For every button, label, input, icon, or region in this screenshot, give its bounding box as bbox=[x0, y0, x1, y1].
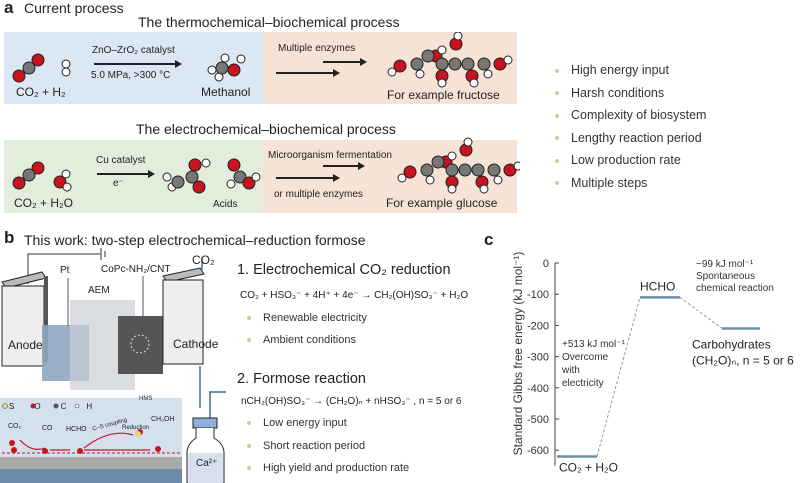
thermo-intermediate: Methanol bbox=[201, 85, 251, 99]
y-axis-label: Standard Gibbs free energy (kJ mol⁻¹) bbox=[511, 252, 525, 456]
y-tick-label: -400 bbox=[527, 383, 549, 395]
step2-bullet: Low energy input bbox=[247, 417, 347, 429]
y-tick-label: -500 bbox=[527, 414, 549, 426]
thermo-catalyst: ZnO–ZrO₂ catalyst bbox=[92, 45, 175, 56]
level-label: CO₂ + H₂O bbox=[559, 460, 618, 474]
y-tick-label: -600 bbox=[527, 445, 549, 457]
legend-c: C bbox=[60, 402, 67, 411]
connector-dashed bbox=[596, 297, 641, 457]
arrow-icon bbox=[276, 174, 340, 182]
y-tick-label: 0 bbox=[543, 258, 549, 270]
electro-step2-box bbox=[263, 140, 517, 213]
arrow-icon bbox=[94, 60, 182, 68]
connector-dashed bbox=[679, 296, 723, 329]
bottle-label: Ca²⁺ bbox=[196, 458, 218, 469]
panel-b-letter: b bbox=[4, 228, 15, 247]
y-tick-label: -200 bbox=[527, 320, 549, 332]
panel-a-heading: Current process bbox=[24, 0, 124, 16]
thermo-reactants: CO₂ + H₂ bbox=[16, 85, 66, 99]
mech-hcho: HCHO bbox=[66, 426, 87, 433]
drawback-item: High energy input bbox=[555, 63, 706, 77]
co2-inlet-label: CO₂ bbox=[192, 253, 215, 267]
arrow-icon bbox=[323, 58, 367, 66]
electro-reactants: CO₂ + H₂O bbox=[14, 196, 73, 210]
level-label: HCHO bbox=[640, 279, 675, 293]
annotation-downhill: Spontaneous bbox=[696, 271, 755, 282]
step2-bullet: Short reaction period bbox=[247, 440, 365, 452]
annotation-uphill: with bbox=[561, 365, 580, 376]
thermo-title: The thermochemical–biochemical process bbox=[138, 14, 400, 30]
atom-legend: S O C H bbox=[9, 402, 92, 411]
drawback-item: Multiple steps bbox=[555, 176, 706, 190]
thermo-conditions: 5.0 MPa, >300 °C bbox=[91, 70, 171, 81]
electro-step2-top: Microorganism fermentation bbox=[268, 150, 392, 161]
molecule-illustrations bbox=[12, 32, 520, 194]
pt-label: Pt bbox=[60, 265, 70, 276]
legend-s: S bbox=[9, 402, 15, 411]
step2-bullet: High yield and production rate bbox=[247, 462, 409, 474]
step1-bullet: Ambient conditions bbox=[247, 334, 356, 346]
arrow-icon bbox=[97, 170, 155, 178]
panel-b-heading: This work: two-step electrochemical–redu… bbox=[24, 232, 366, 248]
mech-co2: CO₂ bbox=[8, 423, 22, 430]
annotation-uphill: electricity bbox=[562, 378, 604, 389]
step1-bullet: Renewable electricity bbox=[247, 312, 367, 324]
y-tick-label: -100 bbox=[527, 289, 549, 301]
anode-label: Anode bbox=[8, 338, 43, 352]
electro-title: The electrochemical–biochemical process bbox=[136, 121, 396, 137]
drawback-item: Complexity of biosystem bbox=[555, 108, 706, 122]
thermo-product: For example fructose bbox=[387, 88, 500, 102]
step2-title: 2. Formose reaction bbox=[237, 371, 366, 387]
aem-label: AEM bbox=[88, 285, 110, 296]
drawback-item: Low production rate bbox=[555, 153, 706, 167]
electro-intermediate: Acids bbox=[213, 199, 238, 210]
step1-title: 1. Electrochemical CO₂ reduction bbox=[237, 262, 451, 278]
legend-o: O bbox=[34, 402, 41, 411]
annotation-uphill: +513 kJ mol⁻¹ bbox=[562, 339, 625, 350]
y-tick-label: -300 bbox=[527, 352, 549, 364]
level-label: Carbohydrates bbox=[692, 338, 771, 352]
electro-step1-box bbox=[4, 140, 263, 213]
drawback-item: Harsh conditions bbox=[555, 86, 706, 100]
cathode-label: Cathode bbox=[173, 337, 219, 351]
level-label: (CH₂O)ₙ, n = 5 or 6 bbox=[692, 354, 794, 368]
mech-ch3oh: CH₃OH bbox=[151, 416, 175, 423]
arrow-icon bbox=[323, 162, 365, 170]
electro-catalyst: Cu catalyst bbox=[96, 155, 146, 166]
panel-a-letter: a bbox=[4, 0, 14, 17]
electrolyzer-illustration bbox=[0, 248, 226, 483]
electro-electron: e⁻ bbox=[113, 178, 124, 189]
step2-equation: nCH₂(OH)SO₃⁻ → (CH₂O)ₙ + nHSO₃⁻ , n = 5 … bbox=[241, 396, 462, 407]
electro-step2-bottom: or multiple enzymes bbox=[274, 189, 363, 200]
mech-reduction: Reduction bbox=[122, 425, 150, 431]
annotation-downhill: chemical reaction bbox=[696, 283, 774, 294]
electro-product: For example glucose bbox=[386, 196, 498, 210]
arrow-icon bbox=[276, 69, 340, 77]
step1-equation: CO₂ + HSO₃⁻ + 4H⁺ + 4e⁻ → CH₂(OH)SO₃⁻ + … bbox=[240, 290, 469, 301]
panel-c-letter: c bbox=[484, 230, 494, 249]
thermo-step2: Multiple enzymes bbox=[278, 43, 356, 54]
drawback-item: Lengthy reaction period bbox=[555, 131, 706, 145]
annotation-downhill: −99 kJ mol⁻¹ bbox=[696, 259, 754, 270]
drawbacks-list: High energy input Harsh conditions Compl… bbox=[555, 63, 706, 190]
annotation-uphill: Overcome bbox=[562, 352, 609, 363]
legend-h: H bbox=[86, 402, 93, 411]
mech-co: CO bbox=[42, 425, 53, 432]
mech-hms: HMS bbox=[139, 396, 153, 402]
catalyst-label: CoPc-NH₂/CNT bbox=[101, 264, 171, 275]
